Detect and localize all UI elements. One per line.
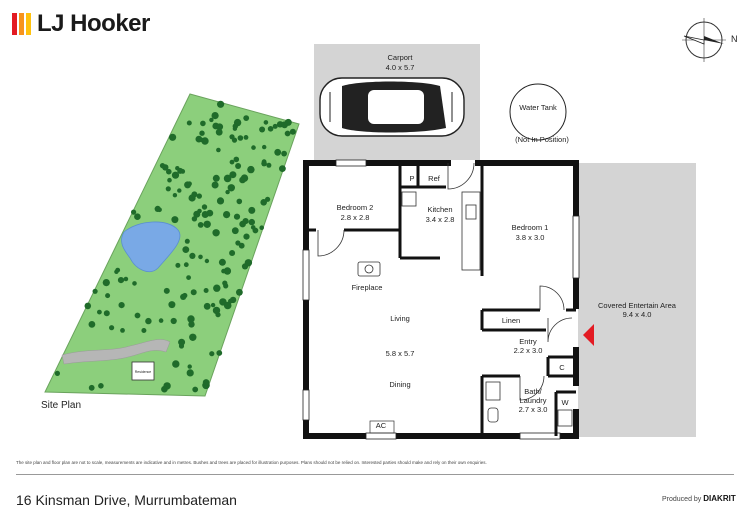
entertain-label: Covered Entertain Area	[598, 301, 677, 310]
entertain-area	[578, 163, 696, 437]
ref-label: Ref	[428, 174, 441, 183]
kitchen-label: Kitchen	[427, 205, 452, 214]
lj-hooker-logo: LJ Hooker	[12, 10, 150, 38]
cooktop	[401, 191, 417, 207]
logo-bar-orange	[19, 13, 24, 35]
bedroom2-dims: 2.8 x 2.8	[341, 213, 370, 222]
water-tank-label: Water Tank	[519, 103, 557, 112]
bedroom1-dims: 3.8 x 3.0	[516, 233, 545, 242]
bath-label-line2: Laundry	[519, 396, 546, 405]
logo-text: LJ Hooker	[37, 10, 150, 37]
toilet	[487, 407, 499, 423]
produced-by-prefix: Produced by	[662, 496, 702, 503]
entry-label: Entry	[519, 337, 537, 346]
logo-bar-red	[12, 13, 17, 35]
compass-north-label: N	[731, 34, 738, 44]
pantry-label: P	[409, 174, 414, 183]
entry-arrow-icon	[583, 324, 594, 346]
ac-label: AC	[376, 421, 387, 430]
logo-color-bars	[12, 13, 31, 35]
bedroom1-label: Bedroom 1	[512, 223, 549, 232]
cupboard-label: C	[559, 363, 565, 372]
water-tank	[509, 83, 567, 141]
kitchen-bench	[461, 191, 481, 271]
site-plan-label: Site Plan	[41, 400, 82, 411]
footer-divider	[16, 474, 734, 475]
washer-label: W	[561, 398, 569, 407]
property-address: 16 Kinsman Drive, Murrumbateman	[16, 492, 237, 508]
bedroom2-label: Bedroom 2	[337, 203, 374, 212]
disclaimer-text: The site plan and floor plan are not to …	[16, 460, 487, 465]
dining-label: Dining	[389, 380, 410, 389]
producer-brand: DIAKRIT	[703, 494, 736, 503]
living-dims: 5.8 x 5.7	[386, 349, 415, 358]
fireplace-label: Fireplace	[352, 283, 383, 292]
linen-label: Linen	[502, 316, 520, 325]
carport-label: Carport	[387, 53, 413, 62]
entry-dims: 2.2 x 3.0	[514, 346, 543, 355]
car-icon	[319, 77, 465, 137]
living-label: Living	[390, 314, 410, 323]
water-tank-note: (Not In Position)	[515, 135, 569, 144]
bath-dims: 2.7 x 3.0	[519, 405, 548, 414]
entertain-dims: 9.4 x 4.0	[623, 310, 652, 319]
north-arrow-icon	[682, 18, 726, 62]
carport-dims: 4.0 x 5.7	[386, 63, 415, 72]
bath-label-line1: Bath/	[524, 387, 542, 396]
washer-box	[557, 409, 573, 427]
kitchen-sink	[465, 204, 477, 220]
produced-by: Produced by DIAKRIT	[662, 494, 736, 503]
vanity	[485, 381, 501, 401]
logo-bar-yellow	[26, 13, 31, 35]
kitchen-dims: 3.4 x 2.8	[426, 215, 455, 224]
